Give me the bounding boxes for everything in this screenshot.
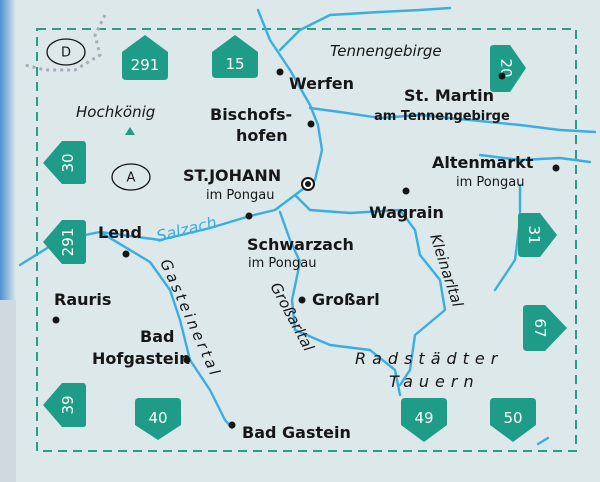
place-bischofshofen: Bischofs- hofen bbox=[210, 105, 315, 145]
river-grossarl bbox=[278, 210, 402, 397]
svg-text:67: 67 bbox=[531, 318, 549, 337]
river-wagrain bbox=[293, 193, 447, 387]
svg-text:291: 291 bbox=[59, 228, 77, 257]
svg-text:Altenmarkt: Altenmarkt bbox=[432, 153, 534, 172]
country-code-a: A bbox=[111, 163, 151, 191]
coverage-border bbox=[36, 28, 577, 452]
road-badge-67: 67 bbox=[523, 305, 567, 351]
place-wagrain: Wagrain bbox=[369, 187, 444, 222]
svg-text:Bischofs-: Bischofs- bbox=[210, 105, 292, 124]
svg-text:Wagrain: Wagrain bbox=[369, 203, 444, 222]
svg-text:im Pongau: im Pongau bbox=[206, 188, 274, 203]
place-lend: Lend bbox=[98, 223, 142, 258]
country-code-d: D bbox=[46, 38, 86, 66]
map-edge bbox=[0, 0, 16, 300]
svg-text:Schwarzach: Schwarzach bbox=[247, 235, 354, 254]
svg-text:ST.JOHANN: ST.JOHANN bbox=[183, 166, 281, 185]
road-badge-291-top: 291 bbox=[122, 35, 168, 80]
place-altenmarkt: Altenmarkt im Pongau bbox=[432, 153, 560, 190]
road-badge-30: 30 bbox=[43, 141, 86, 184]
region-tauern: Tauern bbox=[389, 372, 480, 391]
place-st-martin: St. Martin am Tennengebirge bbox=[374, 72, 510, 124]
rivers bbox=[18, 6, 597, 446]
place-rauris: Rauris bbox=[52, 290, 111, 324]
svg-text:30: 30 bbox=[59, 153, 77, 172]
svg-text:am Tennengebirge: am Tennengebirge bbox=[374, 109, 510, 124]
svg-text:Werfen: Werfen bbox=[289, 74, 354, 93]
svg-text:Bad Gastein: Bad Gastein bbox=[242, 423, 351, 442]
svg-text:D: D bbox=[61, 46, 71, 61]
road-badge-49: 49 bbox=[401, 398, 447, 442]
place-bad-hofgastein: Bad Hofgastein bbox=[92, 327, 191, 368]
river-north bbox=[278, 6, 452, 52]
map-edge-lower bbox=[0, 300, 16, 482]
svg-text:im Pongau: im Pongau bbox=[248, 256, 316, 271]
svg-text:Großarl: Großarl bbox=[312, 290, 380, 309]
svg-text:31: 31 bbox=[525, 225, 543, 244]
svg-text:39: 39 bbox=[59, 395, 77, 414]
svg-text:St. Martin: St. Martin bbox=[404, 86, 494, 105]
river-east bbox=[493, 183, 522, 292]
road-badge-15: 15 bbox=[212, 35, 258, 78]
river-enns bbox=[478, 153, 592, 164]
place-schwarzach: Schwarzach im Pongau bbox=[245, 212, 354, 271]
svg-text:hofen: hofen bbox=[236, 126, 288, 145]
region-hochkoenig: Hochkönig bbox=[76, 103, 155, 121]
place-st-johann: ST.JOHANN im Pongau bbox=[183, 166, 315, 203]
svg-text:Rauris: Rauris bbox=[54, 290, 111, 309]
river-small bbox=[536, 436, 550, 446]
place-werfen: Werfen bbox=[276, 68, 354, 93]
place-bad-gastein: Bad Gastein bbox=[228, 421, 351, 442]
road-badge-291-left: 291 bbox=[43, 220, 86, 264]
road-badge-40: 40 bbox=[135, 398, 181, 440]
road-badge-50: 50 bbox=[490, 398, 536, 442]
svg-text:40: 40 bbox=[148, 409, 167, 427]
svg-text:15: 15 bbox=[225, 55, 244, 73]
region-radstaedter: Radstädter bbox=[355, 349, 503, 368]
road-badge-39: 39 bbox=[43, 383, 86, 427]
road-badge-31: 31 bbox=[518, 213, 557, 257]
country-border bbox=[24, 14, 107, 72]
river-fritzbach bbox=[308, 106, 597, 134]
svg-text:im Pongau: im Pongau bbox=[456, 175, 524, 190]
svg-text:A: A bbox=[127, 171, 136, 186]
svg-text:Hofgastein: Hofgastein bbox=[92, 349, 191, 368]
river-gasteiner bbox=[98, 230, 234, 430]
svg-text:49: 49 bbox=[414, 409, 433, 427]
svg-text:291: 291 bbox=[131, 56, 160, 74]
peak-icon bbox=[125, 127, 135, 135]
place-grossarl: Großarl bbox=[298, 290, 380, 309]
svg-text:50: 50 bbox=[503, 409, 522, 427]
region-tennengebirge: Tennengebirge bbox=[330, 42, 442, 60]
svg-text:Lend: Lend bbox=[98, 223, 142, 242]
svg-text:Bad: Bad bbox=[140, 327, 174, 346]
